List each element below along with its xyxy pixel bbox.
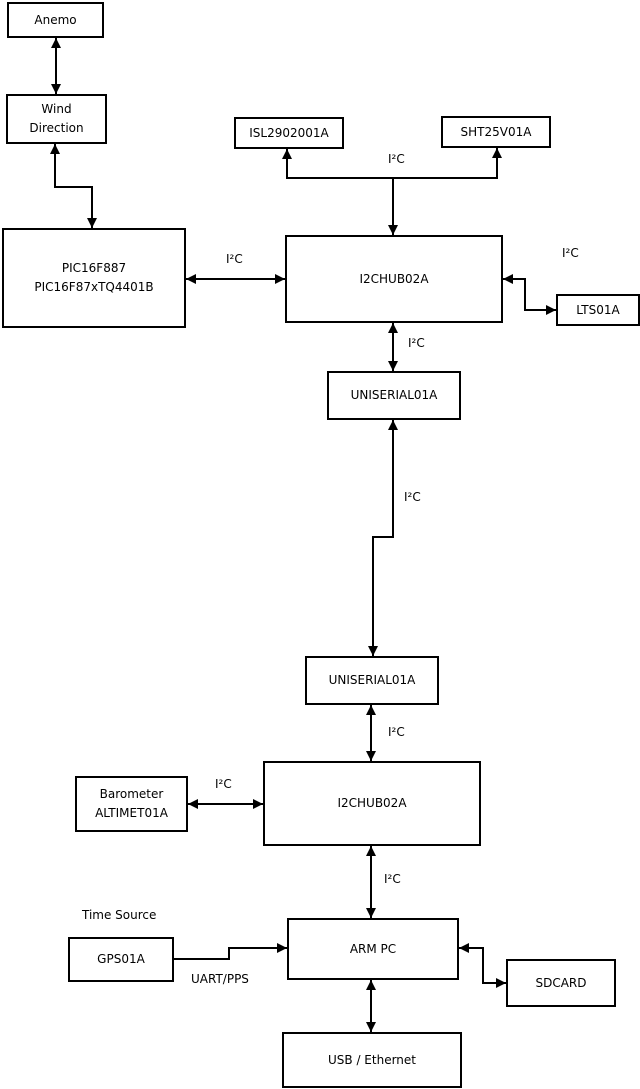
node-barometer-label: Barometer ALTIMET01A [95,787,168,820]
node-wind-direction: Wind Direction [6,94,107,144]
edge-label-i2c-hub1-lts: I²C [562,246,579,260]
edge-label-i2c-uniserial-link: I²C [404,490,421,504]
edge-label-i2c-top-bus: I²C [388,152,405,166]
node-barometer: Barometer ALTIMET01A [75,776,188,832]
node-sht25v01a: SHT25V01A [441,116,551,148]
node-sht25v01a-label: SHT25V01A [460,124,532,139]
node-arm-pc: ARM PC [287,918,459,980]
node-wind-direction-label: Wind Direction [29,102,84,135]
edge-gps-armpc [174,943,287,960]
node-i2c-hub-1: I2CHUB02A [285,235,503,323]
node-pic-mcu: PIC16F887 PIC16F87xTQ4401B [2,228,186,328]
node-i2c-hub-2-label: I2CHUB02A [337,796,407,811]
edge-wind-pic [50,144,97,228]
edge-hub1-lts [503,274,556,315]
node-sdcard: SDCARD [506,959,616,1007]
node-anemometer: Anemo [7,2,104,38]
node-arm-pc-label: ARM PC [349,941,397,956]
node-lts01a-label: LTS01A [576,302,620,317]
edge-uniserial1-uniserial2 [368,420,398,656]
node-uniserial-1-label: UNISERIAL01A [350,388,438,403]
edge-label-i2c-hub1-uniserial1: I²C [408,336,425,350]
edge-label-i2c-barometer-hub2: I²C [215,777,232,791]
node-sdcard-label: SDCARD [535,975,587,990]
edge-label-i2c-uniserial2-hub2: I²C [388,725,405,739]
node-usb-ethernet: USB / Ethernet [282,1032,462,1088]
node-isl2902001a: ISL2902001A [234,117,344,149]
node-i2c-hub-2: I2CHUB02A [263,761,481,846]
node-uniserial-1: UNISERIAL01A [327,371,461,420]
edge-label-i2c-hub2-armpc: I²C [384,872,401,886]
node-gps: GPS01A [68,937,174,982]
node-pic-mcu-label: PIC16F887 PIC16F87xTQ4401B [34,261,154,294]
node-usb-ethernet-label: USB / Ethernet [328,1052,416,1067]
node-uniserial-2-label: UNISERIAL01A [328,673,416,688]
node-anemometer-label: Anemo [34,12,77,27]
node-uniserial-2: UNISERIAL01A [305,656,439,705]
node-lts01a: LTS01A [556,294,640,326]
edge-label-uart-pps: UART/PPS [191,972,249,986]
node-i2c-hub-1-label: I2CHUB02A [359,271,429,286]
node-gps-label: GPS01A [97,952,145,967]
edge-label-i2c-pic-hub1: I²C [226,252,243,266]
node-isl2902001a-label: ISL2902001A [249,125,329,140]
edge-armpc-sdcard [459,943,506,988]
label-time-source: Time Source [82,908,157,922]
